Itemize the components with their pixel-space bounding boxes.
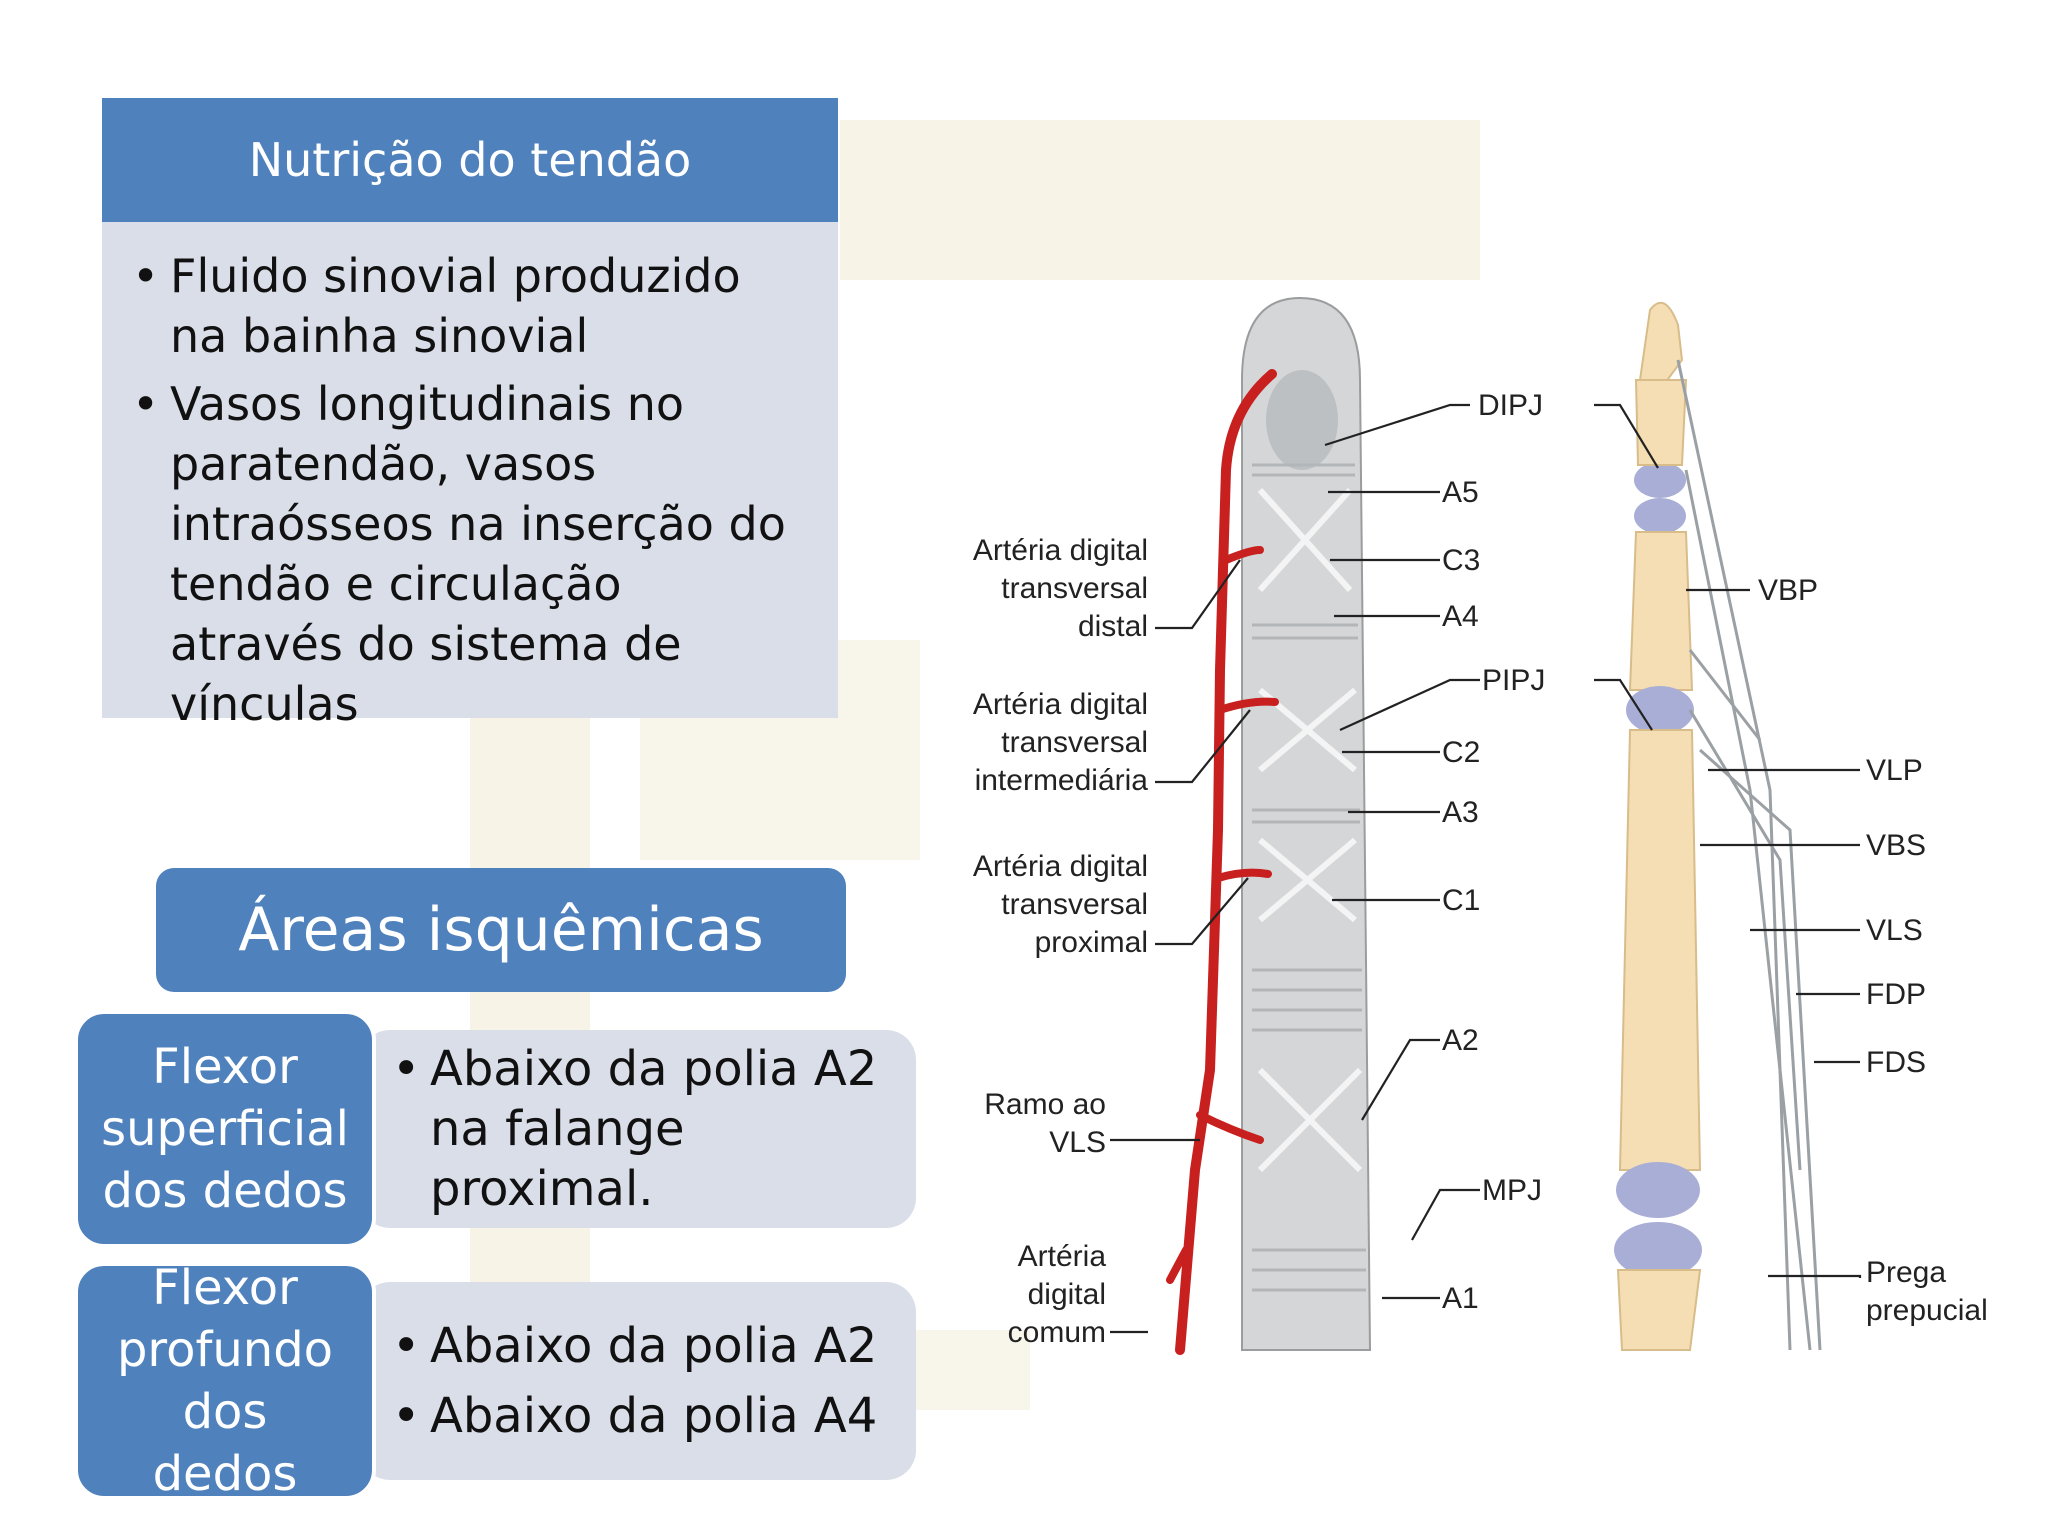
label-pipj: PIPJ	[1482, 664, 1545, 697]
nutrition-bullet: Fluido sinovial produzido na bainha sino…	[132, 246, 808, 366]
ischemic-row-2-label: Flexor profundo dos dedos	[74, 1260, 376, 1502]
ischemic-title-box: Áreas isquêmicas	[156, 868, 846, 992]
vincula-labels: VBP VLP VBS VLS FDP FDS Prega prepucial	[1758, 574, 1988, 1327]
label-fds: FDS	[1866, 1046, 1926, 1079]
watermark-top-bar	[840, 120, 1480, 280]
label-proximal-artery-1: Artéria digital	[973, 850, 1148, 883]
label-mpj: MPJ	[1482, 1174, 1542, 1207]
label-fdp: FDP	[1866, 978, 1926, 1011]
nutrition-bullet: Vasos longitudinais no paratendão, vasos…	[132, 374, 808, 734]
label-proximal-artery-3: proximal	[1035, 926, 1148, 959]
nutrition-bullet-list: Fluido sinovial produzido na bainha sino…	[132, 246, 808, 734]
label-vbp: VBP	[1758, 574, 1818, 607]
label-distal-artery-1: Artéria digital	[973, 534, 1148, 567]
ischemic-title: Áreas isquêmicas	[238, 895, 764, 965]
nutrition-title: Nutrição do tendão	[248, 133, 692, 187]
left-labels: Artéria digital transversal distal Artér…	[973, 534, 1148, 1349]
label-common-artery-1: Artéria	[1018, 1240, 1107, 1273]
label-a5: A5	[1442, 476, 1479, 509]
label-proximal-artery-2: transversal	[1001, 888, 1148, 921]
label-c1: C1	[1442, 884, 1480, 917]
label-common-artery-2: digital	[1028, 1278, 1106, 1311]
label-vls-branch-2: VLS	[1049, 1126, 1106, 1159]
label-dipj: DIPJ	[1478, 389, 1543, 422]
ischemic-row-2-list: Abaixo da polia A2 Abaixo da polia A4	[392, 1316, 877, 1446]
nutrition-body: Fluido sinovial produzido na bainha sino…	[102, 222, 838, 731]
finger-anatomy-diagram: Artéria digital transversal distal Artér…	[973, 296, 1988, 1355]
bone-illustration	[1614, 301, 1822, 1351]
ischemic-row-1-label: Flexor superficial dos dedos	[74, 1010, 376, 1248]
ischemic-bullet: Abaixo da polia A4	[392, 1386, 877, 1446]
label-a2: A2	[1442, 1024, 1479, 1057]
label-distal-artery-3: distal	[1078, 610, 1148, 643]
leader-lines	[1110, 403, 1862, 1334]
ischemic-bullet: Abaixo da polia A2	[392, 1316, 877, 1376]
label-c2: C2	[1442, 736, 1480, 769]
label-vls: VLS	[1866, 914, 1923, 947]
label-vlp: VLP	[1866, 754, 1923, 787]
label-intermediate-artery-2: transversal	[1001, 726, 1148, 759]
label-prega-1: Prega	[1866, 1256, 1946, 1289]
ischemic-row-1-list: Abaixo da polia A2 na falange proximal.	[392, 1039, 896, 1219]
label-distal-artery-2: transversal	[1001, 572, 1148, 605]
ischemic-bullet: Abaixo da polia A2 na falange proximal.	[392, 1039, 896, 1219]
pulley-labels: DIPJ A5 C3 A4 PIPJ C2 A3 C1 A2 MPJ A1	[1442, 389, 1545, 1315]
ischemic-row-2-label-text: Flexor profundo dos dedos	[116, 1260, 334, 1502]
label-intermediate-artery-1: Artéria digital	[973, 688, 1148, 721]
nutrition-header: Nutrição do tendão	[102, 98, 838, 222]
ischemic-row-2-body: Abaixo da polia A2 Abaixo da polia A4	[360, 1282, 916, 1480]
finger-sheath-illustration	[1241, 296, 1372, 1351]
label-intermediate-artery-3: intermediária	[975, 764, 1149, 797]
label-c3: C3	[1442, 544, 1480, 577]
digital-artery	[1166, 369, 1279, 1355]
ischemic-row-1-label-text: Flexor superficial dos dedos	[101, 1039, 349, 1219]
label-vls-branch-1: Ramo ao	[984, 1088, 1106, 1121]
label-a1: A1	[1442, 1282, 1479, 1315]
ischemic-row-1-body: Abaixo da polia A2 na falange proximal.	[360, 1030, 916, 1228]
label-vbs: VBS	[1866, 829, 1926, 862]
label-a4: A4	[1442, 600, 1479, 633]
label-a3: A3	[1442, 796, 1479, 829]
label-common-artery-3: comum	[1008, 1316, 1106, 1349]
label-prega-2: prepucial	[1866, 1294, 1988, 1327]
